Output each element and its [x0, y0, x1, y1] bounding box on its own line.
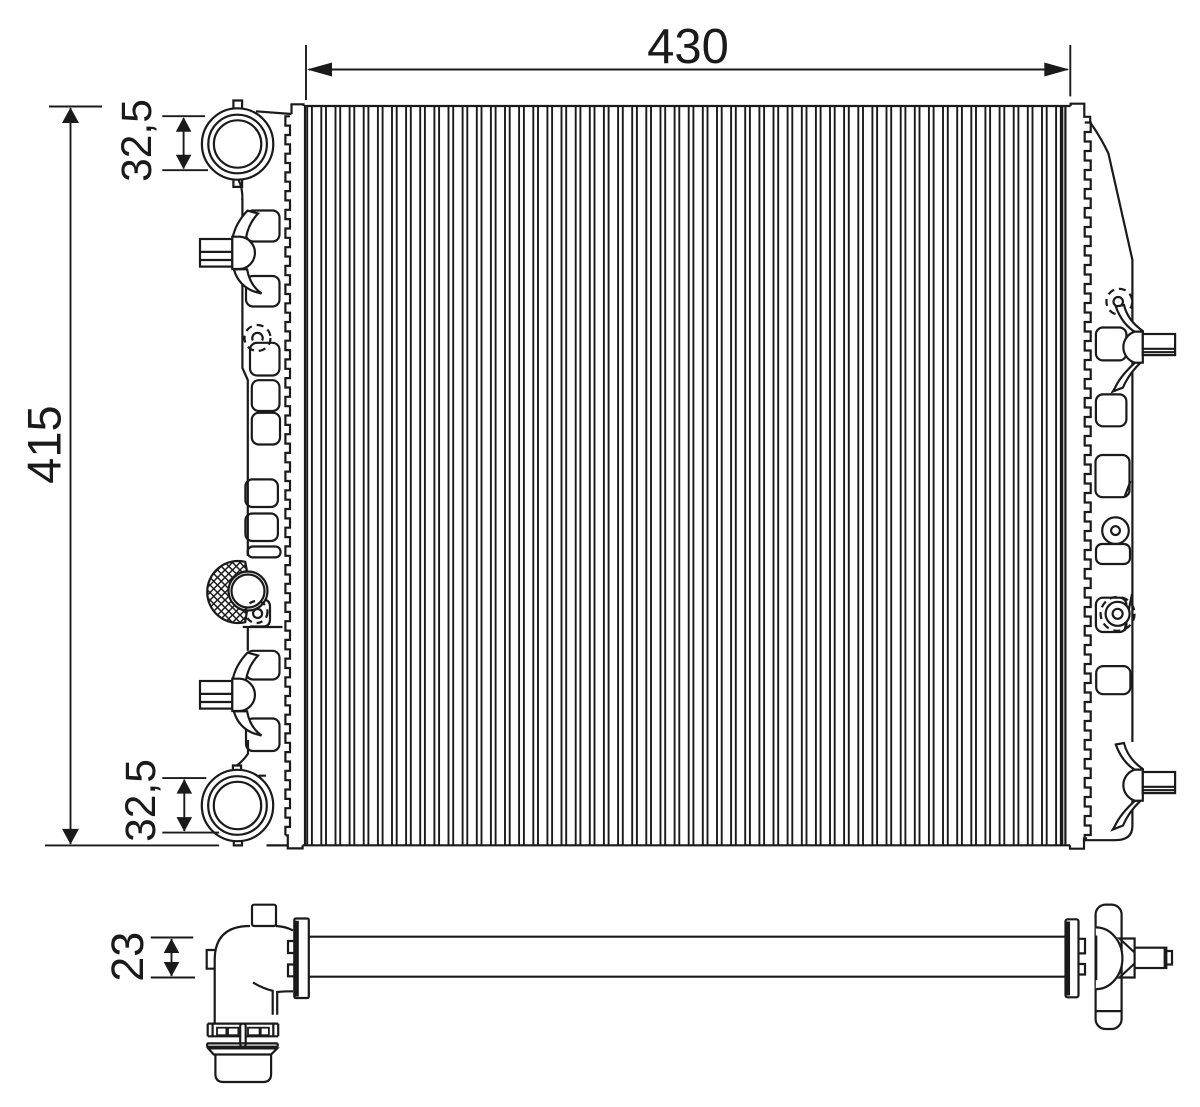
svg-text:32,5: 32,5	[114, 99, 161, 182]
svg-text:32,5: 32,5	[118, 759, 165, 842]
svg-text:430: 430	[647, 20, 729, 74]
svg-text:415: 415	[18, 405, 71, 483]
svg-text:23: 23	[102, 932, 153, 982]
